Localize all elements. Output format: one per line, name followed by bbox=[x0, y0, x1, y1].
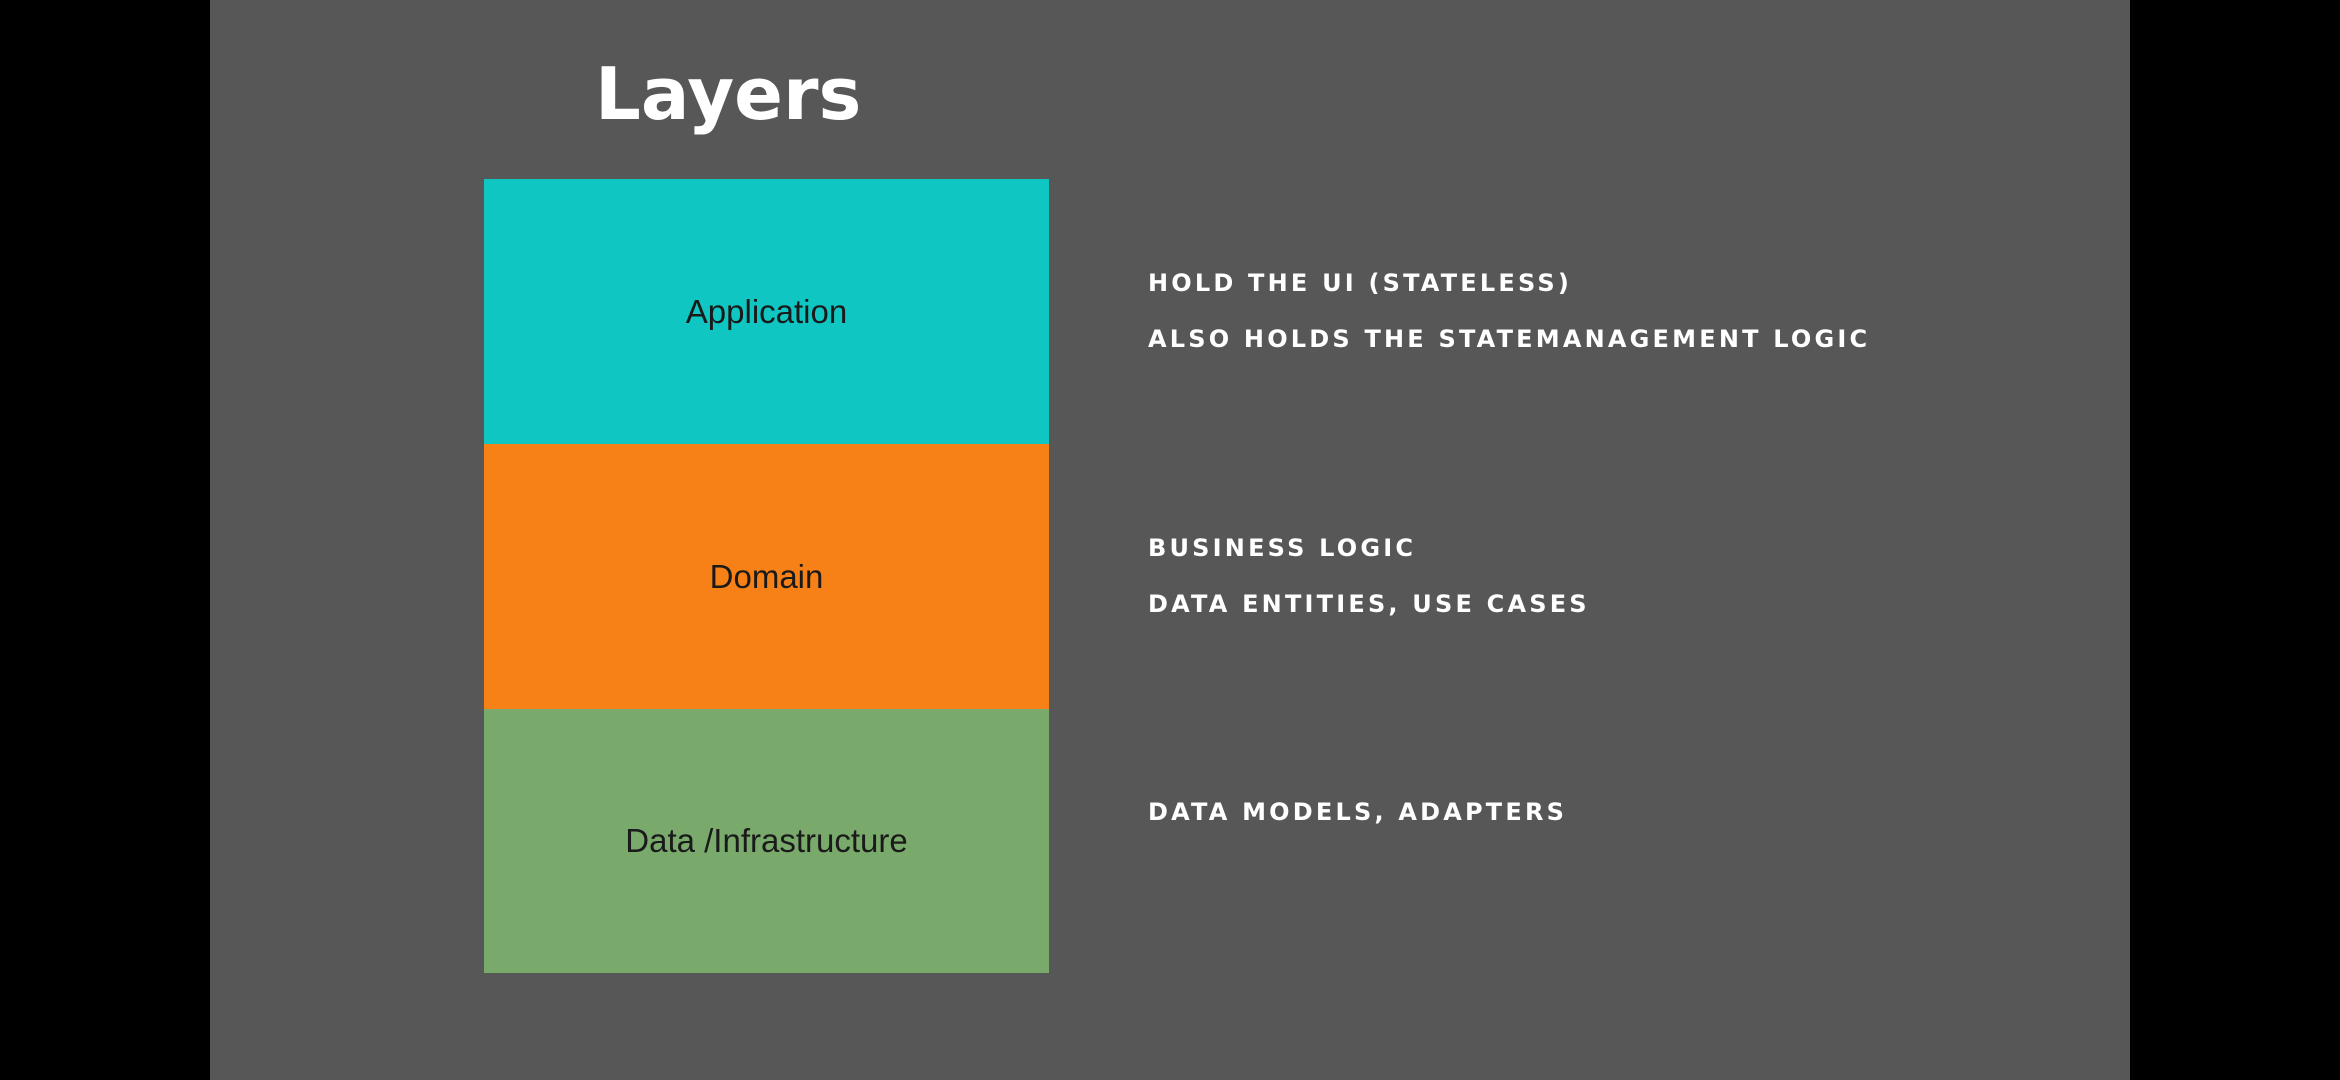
slide-title: Layers bbox=[595, 52, 862, 136]
layer-application: Application bbox=[484, 179, 1049, 444]
layer-domain: Domain bbox=[484, 444, 1049, 709]
domain-note-business: BUSINESS LOGIC bbox=[1148, 534, 1417, 562]
layer-stack: Application Domain Data /Infrastructure bbox=[484, 179, 1049, 973]
domain-note-entities: DATA ENTITIES, USE CASES bbox=[1148, 590, 1590, 618]
slide: Layers Application Domain Data /Infrastr… bbox=[210, 0, 2130, 1080]
data-note-models: DATA MODELS, ADAPTERS bbox=[1148, 798, 1568, 826]
application-note-state: ALSO HOLDS THE STATEMANAGEMENT LOGIC bbox=[1148, 325, 1871, 353]
application-note-ui: HOLD THE UI (STATELESS) bbox=[1148, 269, 1573, 297]
layer-data-infrastructure: Data /Infrastructure bbox=[484, 709, 1049, 973]
